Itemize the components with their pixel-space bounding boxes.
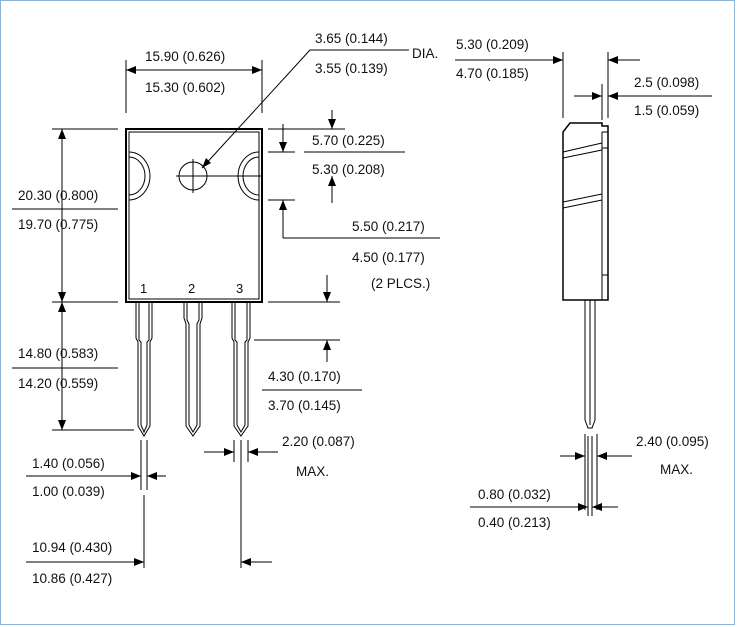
hole-pos-min: 5.30 (0.208): [312, 162, 385, 177]
body-width-dimension: 15.90 (0.626) 15.30 (0.602): [125, 49, 263, 113]
pin-1-label: 1: [140, 281, 147, 296]
thickness-dimension: 5.30 (0.209) 4.70 (0.185): [455, 37, 640, 118]
shoulder-width: 2.20 (0.087): [282, 434, 355, 449]
lead-2: [183, 302, 203, 437]
lead-length-dimension: 14.80 (0.583) 14.20 (0.559): [12, 302, 134, 431]
notch-min: 4.50 (0.177): [352, 250, 425, 265]
lead-length-max: 14.80 (0.583): [18, 346, 98, 361]
hole-dia-suffix: DIA.: [412, 46, 438, 61]
body-width-min: 15.30 (0.602): [145, 80, 225, 95]
notch-max: 5.50 (0.217): [352, 219, 425, 234]
lead-thickness-min: 0.40 (0.213): [478, 515, 551, 530]
shoulder-width-note: MAX.: [296, 464, 329, 479]
lead-1: [135, 302, 153, 437]
pin-span-dimension: 10.94 (0.430) 10.86 (0.427): [26, 440, 272, 586]
side-lead: [584, 300, 596, 429]
pin-3-label: 3: [236, 281, 243, 296]
body-height-dimension: 20.30 (0.800) 19.70 (0.775): [12, 128, 118, 303]
thickness-max: 5.30 (0.209): [456, 37, 529, 52]
hole-position-dimension: 5.70 (0.225) 5.30 (0.208): [268, 110, 405, 203]
lead-thickness-dimension: 0.80 (0.032) 0.40 (0.213): [470, 436, 618, 530]
side-lead-width-note: MAX.: [660, 462, 693, 477]
thickness-min: 4.70 (0.185): [456, 66, 529, 81]
lead-length-min: 14.20 (0.559): [18, 376, 98, 391]
notch-dimension: 5.50 (0.217) 4.50 (0.177) (2 PLCS.): [268, 124, 440, 291]
tab-thickness-min: 1.5 (0.059): [634, 103, 699, 118]
lead-shoulder-dimension: 4.30 (0.170) 3.70 (0.145): [254, 275, 362, 413]
shoulder-width-dimension: 2.20 (0.087) MAX.: [204, 434, 355, 479]
side-body: [562, 122, 609, 301]
lead-shoulder-max: 4.30 (0.170): [268, 369, 341, 384]
package-body-inner-outline: [128, 131, 260, 300]
tab-thickness-dimension: 2.5 (0.098) 1.5 (0.059): [574, 75, 712, 120]
front-view: 1 2 3 15.90 (0.626) 15.30 (0.602) 3.65 (…: [12, 31, 440, 586]
hole-pos-max: 5.70 (0.225): [312, 133, 385, 148]
lead-thickness-max: 0.80 (0.032): [478, 487, 551, 502]
lead-width-min: 1.00 (0.039): [32, 484, 105, 499]
pin-2-label: 2: [188, 281, 195, 296]
body-height-min: 19.70 (0.775): [18, 217, 98, 232]
body-width-max: 15.90 (0.626): [145, 49, 225, 64]
side-view: 5.30 (0.209) 4.70 (0.185) 2.5 (0.098) 1.…: [455, 37, 712, 530]
side-lead-width-dimension: 2.40 (0.095) MAX.: [560, 434, 709, 510]
pin-span-min: 10.86 (0.427): [32, 571, 112, 586]
tab-thickness-max: 2.5 (0.098): [634, 75, 699, 90]
body-height-max: 20.30 (0.800): [18, 188, 98, 203]
notch-note: (2 PLCS.): [371, 276, 430, 291]
lead-width-dimension: 1.40 (0.056) 1.00 (0.039): [26, 440, 166, 499]
hole-dia-max: 3.65 (0.144): [315, 31, 388, 46]
hole-diameter-dimension: 3.65 (0.144) 3.55 (0.139) DIA.: [201, 31, 438, 169]
side-lead-width: 2.40 (0.095): [636, 434, 709, 449]
lead-shoulder-min: 3.70 (0.145): [268, 398, 341, 413]
lead-3: [231, 302, 251, 437]
hole-dia-min: 3.55 (0.139): [315, 61, 388, 76]
lead-width-max: 1.40 (0.056): [32, 456, 105, 471]
pin-span-max: 10.94 (0.430): [32, 540, 112, 555]
left-notch: [128, 151, 151, 201]
package-body: [125, 128, 263, 303]
